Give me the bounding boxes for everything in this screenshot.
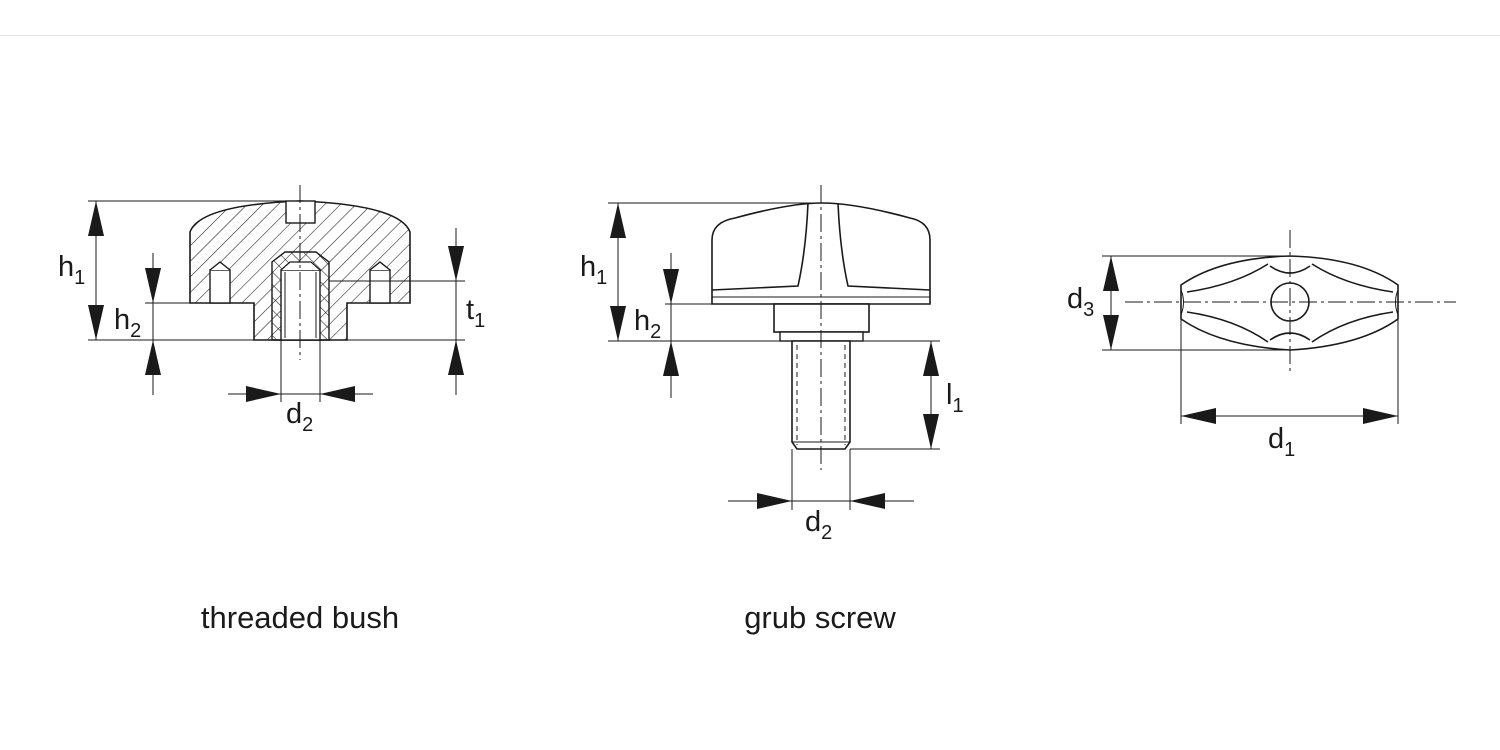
dim-label-l1: l1 — [946, 379, 964, 417]
dim-label-h1: h1 — [580, 251, 607, 289]
dim-label-t1: t1 — [466, 294, 485, 332]
caption-threaded-bush: threaded bush — [201, 600, 399, 635]
top-view-drawing: d3 d1 — [1067, 230, 1456, 461]
dim-label-d2: d2 — [805, 506, 832, 544]
dim-label-d1: d1 — [1268, 423, 1295, 461]
dim-label-d2: d2 — [286, 398, 313, 436]
dim-label-h1: h1 — [58, 251, 85, 289]
threaded-bush-drawing: h1 h2 t1 d2 threaded bush — [58, 185, 485, 635]
top-divider — [0, 35, 1500, 36]
caption-grub-screw: grub screw — [744, 600, 896, 635]
dim-label-h2: h2 — [634, 305, 661, 343]
dim-label-d3: d3 — [1067, 283, 1094, 321]
grub-screw-drawing: h1 h2 l1 d2 grub screw — [580, 185, 964, 635]
dim-label-h2: h2 — [114, 304, 141, 342]
